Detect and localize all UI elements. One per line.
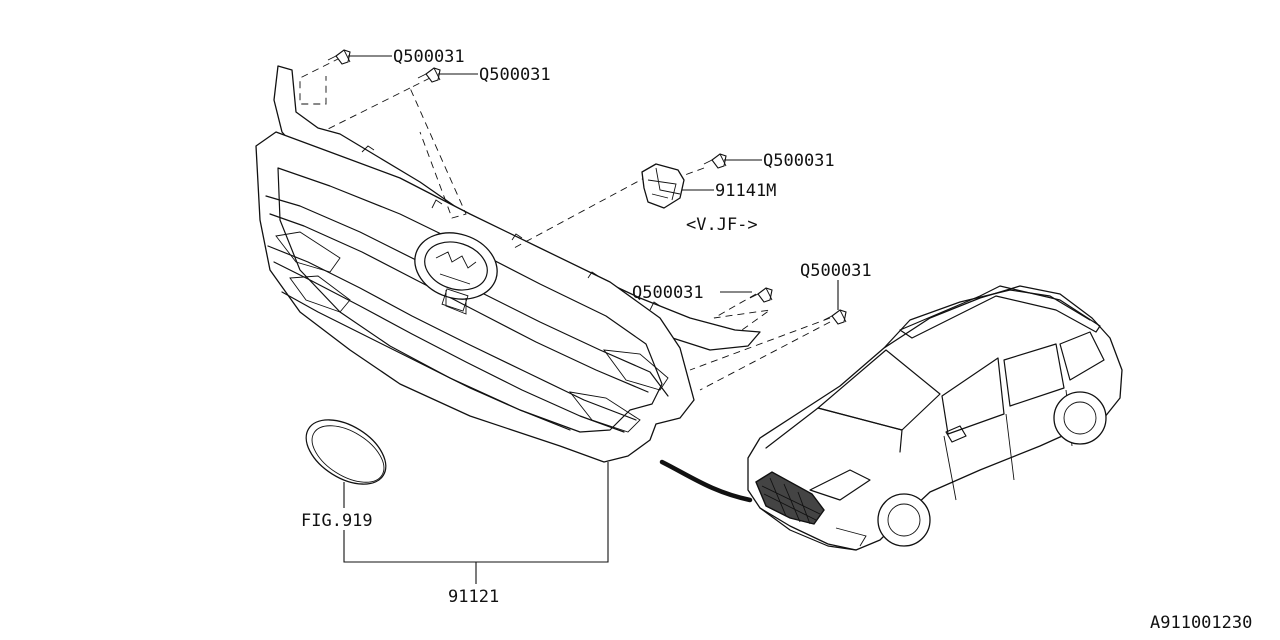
emblem-icon (305, 419, 387, 485)
label-bracket-note: <V.JF-> (686, 215, 758, 235)
car-icon (747, 285, 1123, 551)
label-bracket: 91141M (715, 181, 776, 201)
assembly-lines (299, 57, 831, 391)
bolt-icon (749, 287, 773, 303)
label-grille: 91121 (448, 587, 499, 607)
bolt-icon (823, 309, 847, 325)
label-bolt-lower-right: Q500031 (800, 261, 872, 281)
label-emblem-ref: FIG.919 (301, 511, 373, 531)
label-bolt-top-2: Q500031 (479, 65, 551, 85)
bracket-icon (641, 163, 685, 209)
bolt-icon (703, 153, 727, 169)
label-bolt-lower-left: Q500031 (632, 283, 704, 303)
leader-lines (343, 55, 839, 584)
label-bolt-top: Q500031 (393, 47, 465, 67)
label-bolt-bracket: Q500031 (763, 151, 835, 171)
bolt-icon (417, 67, 441, 83)
bolt-icon (327, 49, 351, 65)
pointer-arrow (659, 459, 753, 503)
grille-icon (255, 65, 761, 463)
diagram-id: A911001230 (1150, 613, 1252, 633)
